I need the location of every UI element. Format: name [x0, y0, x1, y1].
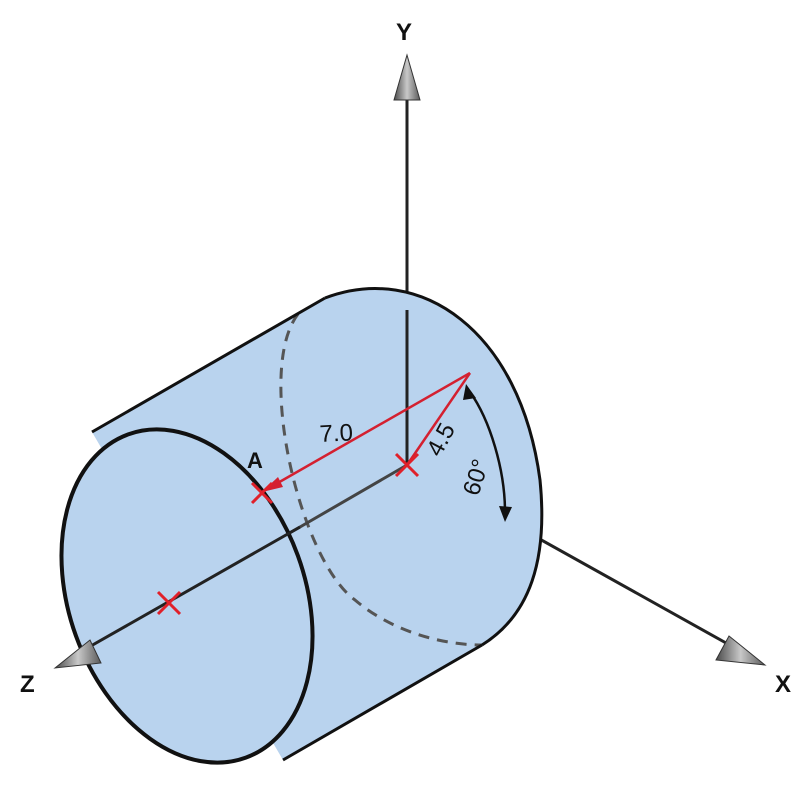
angle-arc: [468, 391, 507, 513]
cylinder-bottom-edge: [282, 643, 483, 762]
axis-x-label: X: [775, 671, 791, 698]
z-axis-front: [74, 525, 301, 657]
axis-y-label: Y: [396, 19, 412, 46]
point-a-label: A: [247, 448, 263, 473]
z-axis-marker: [156, 590, 182, 616]
point-a-marker: [250, 481, 274, 505]
cylinder-back-end-arc: [324, 287, 544, 647]
x-axis-arrowhead: [715, 635, 767, 666]
z-axis-arrowhead: [53, 639, 102, 669]
cylinder-front-face: [59, 427, 315, 765]
z-axis-inner: [299, 463, 408, 529]
y-axis-arrowhead: [393, 53, 421, 101]
axis-z-label: Z: [20, 671, 35, 698]
angle-arrow-top: [463, 384, 476, 400]
dimension-length-label: 7.0: [319, 419, 354, 448]
origin-marker: [394, 452, 420, 478]
radius-line: [405, 372, 472, 466]
cylinder-top-edge: [91, 296, 326, 434]
hidden-edge-arc: [279, 313, 483, 647]
angle-arrow-bottom: [499, 506, 512, 522]
cylinder-body: [92, 288, 542, 760]
dimension-line-7: [261, 371, 471, 494]
